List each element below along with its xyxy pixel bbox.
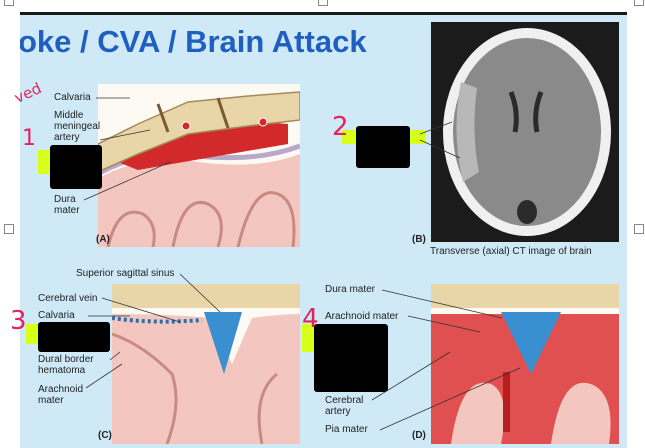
highlight-d: [302, 324, 316, 352]
label-cerebral-artery: Cerebral artery: [325, 395, 364, 417]
panel-c-letter: (C): [98, 430, 112, 441]
label-arachnoid-mater-d: Arachnoid mater: [325, 311, 399, 322]
resize-handle-right[interactable]: [634, 224, 644, 234]
label-dural-border-hematoma: Dural border hematoma: [38, 354, 94, 376]
label-calvaria-a: Calvaria: [54, 92, 91, 103]
label-cerebral-vein: Cerebral vein: [38, 293, 98, 304]
ct-scan-image: [443, 28, 611, 236]
resize-handle-top[interactable]: [318, 0, 328, 6]
redaction-box-a: [50, 145, 102, 189]
resize-handle-top-right[interactable]: [634, 0, 644, 6]
resize-handle-top-left[interactable]: [4, 0, 14, 6]
redaction-box-b: [356, 126, 410, 168]
ink-mark-a: 1: [22, 126, 36, 151]
slide-top-rule: [20, 12, 627, 15]
dural-border-diagram: [112, 284, 300, 444]
label-calvaria-c: Calvaria: [38, 310, 75, 321]
ct-caption: Transverse (axial) CT image of brain: [430, 246, 592, 257]
ink-mark-c: 3: [10, 306, 27, 336]
redaction-box-c: [38, 322, 110, 352]
slide-title[interactable]: oke / CVA / Brain Attack: [20, 24, 367, 59]
slide-canvas[interactable]: oke / CVA / Brain Attack Calvaria Middle…: [20, 12, 627, 448]
label-superior-sagittal-sinus: Superior sagittal sinus: [76, 268, 175, 279]
panel-d-letter: (D): [412, 430, 426, 441]
panel-c-illustration: [112, 284, 300, 444]
label-middle-meningeal-artery: Middle meningeal artery: [54, 110, 101, 143]
leader-lines: [83, 97, 521, 431]
ink-mark-b: 2: [332, 112, 349, 142]
panel-a-illustration: [98, 84, 300, 247]
redaction-box-d: [314, 324, 388, 392]
label-dura-mater-d: Dura mater: [325, 284, 376, 295]
label-dura-mater-a: Dura mater: [54, 194, 80, 216]
panel-a-letter: (A): [96, 234, 110, 245]
ink-mark-d: 4: [302, 304, 319, 334]
panel-b-ct: [431, 22, 619, 242]
panel-d-illustration: [431, 284, 619, 444]
panel-b-letter: (B): [412, 234, 426, 245]
resize-handle-left[interactable]: [4, 224, 14, 234]
subarachnoid-diagram: [431, 284, 619, 444]
highlight-a: [38, 150, 52, 174]
label-arachnoid-mater-c: Arachnoid mater: [38, 384, 84, 406]
epidural-diagram: [98, 84, 300, 247]
label-pia-mater: Pia mater: [325, 424, 368, 435]
